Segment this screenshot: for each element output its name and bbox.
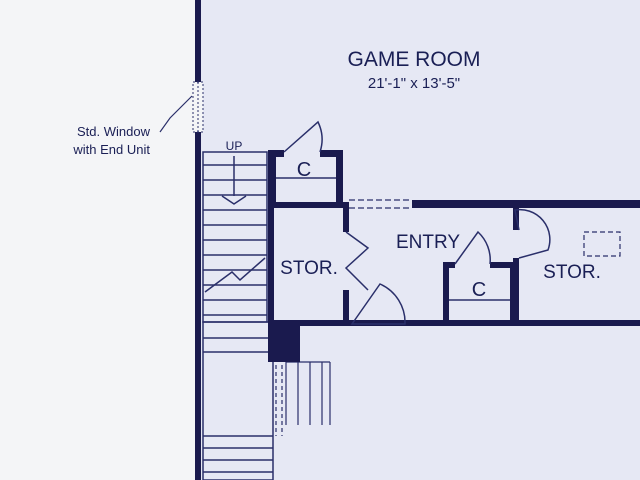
exterior-wall: [195, 132, 201, 480]
stor-right-label: STOR.: [543, 262, 601, 283]
window-callout-line2: with End Unit: [72, 142, 150, 157]
stair-lower: [202, 321, 274, 480]
stair-break-line: [204, 257, 266, 293]
stor-left-label: STOR.: [280, 258, 338, 279]
dashed-fixture: [583, 231, 621, 257]
game-room-dimensions: 21'-1" x 13'-5": [368, 75, 460, 92]
railing-dashed: [275, 365, 283, 436]
door-swing: [283, 120, 551, 325]
stair-up-arrow-icon: [221, 156, 247, 205]
window-callout-line1: Std. Window: [77, 124, 151, 139]
std-window: [192, 81, 204, 133]
closet-top-label: C: [297, 159, 311, 181]
game-room-label: GAME ROOM: [347, 48, 480, 71]
closet-entry-label: C: [472, 279, 486, 301]
entry-label: ENTRY: [396, 232, 460, 253]
callout-leader: [159, 95, 193, 133]
opening-dashed: [349, 199, 412, 209]
exterior-wall: [195, 0, 201, 82]
stair-up-label: UP: [226, 139, 243, 153]
interior-walls: [268, 150, 640, 362]
